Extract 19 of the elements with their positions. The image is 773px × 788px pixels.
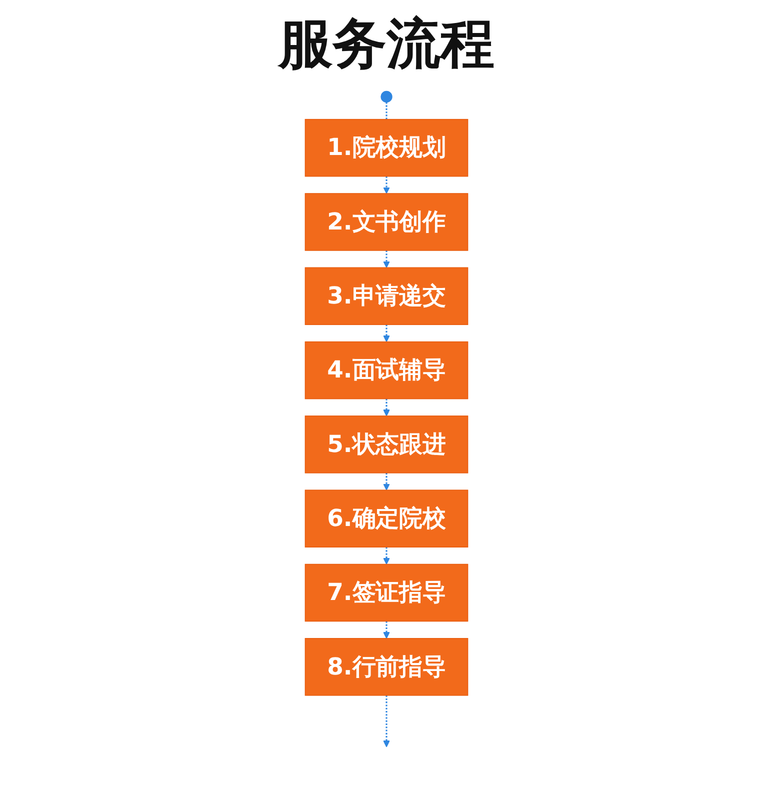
connector	[386, 102, 388, 120]
node-circle	[380, 90, 392, 103]
arrow	[383, 472, 390, 490]
arrow	[383, 547, 390, 565]
node-box: 2.文书创作	[304, 193, 468, 251]
arrow	[383, 398, 390, 416]
node-box: 4.面试辅导	[304, 341, 468, 400]
arrow	[383, 621, 390, 639]
node-box: 8.行前指导	[304, 638, 468, 696]
node-box: 3.申请递交	[304, 267, 468, 326]
node-box: 1.院校规划	[304, 118, 468, 177]
arrow	[383, 324, 390, 342]
arrow	[383, 695, 390, 748]
title: 服务流程	[278, 11, 494, 77]
node-box: 6.确定院校	[304, 490, 468, 548]
node-box: 5.状态跟进	[304, 416, 468, 474]
node-box: 7.签证指导	[304, 564, 468, 622]
arrow	[383, 250, 390, 268]
arrow	[383, 176, 390, 194]
